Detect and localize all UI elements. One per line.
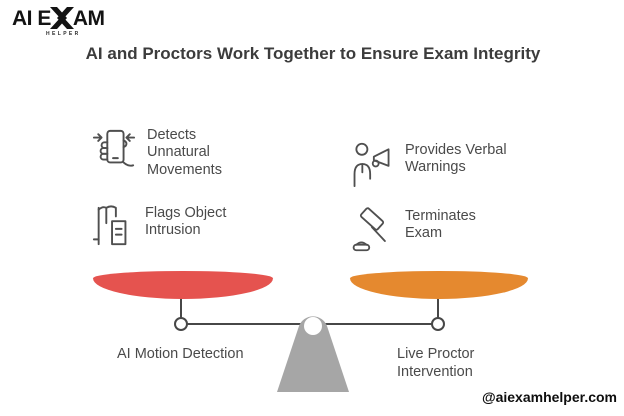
feature-verbal-warnings: Provides Verbal Warnings bbox=[350, 141, 507, 187]
logo: AI E AM HELPER bbox=[12, 6, 105, 37]
feature-label: Flags Object Intrusion bbox=[145, 205, 227, 239]
watermark-handle: @aiexamhelper.com bbox=[481, 389, 617, 405]
feature-flags-intrusion: Flags Object Intrusion bbox=[92, 204, 226, 248]
feature-label: Terminates Exam bbox=[405, 208, 476, 242]
right-pan-label: Live Proctor Intervention bbox=[397, 346, 475, 381]
feature-terminates-exam: Terminates Exam bbox=[350, 207, 476, 253]
phone-motion-icon bbox=[92, 129, 136, 167]
left-pan-label: AI Motion Detection bbox=[117, 346, 244, 362]
flag-intrusion-icon bbox=[92, 205, 127, 246]
logo-x-icon bbox=[49, 7, 74, 29]
logo-text-suffix: AM bbox=[72, 6, 105, 30]
fulcrum bbox=[277, 316, 349, 392]
feature-label: Provides Verbal Warnings bbox=[405, 142, 507, 176]
logo-subtext: HELPER bbox=[46, 31, 81, 37]
page-title: AI and Proctors Work Together to Ensure … bbox=[85, 44, 541, 63]
logo-wordmark: AI E AM bbox=[12, 6, 105, 30]
feature-detects-movements: Detects Unnatural Movements bbox=[92, 126, 222, 179]
gavel-icon bbox=[352, 207, 386, 252]
feature-label: Detects Unnatural Movements bbox=[147, 127, 222, 178]
person-megaphone-icon bbox=[353, 142, 390, 187]
logo-text-prefix: AI E bbox=[12, 6, 51, 30]
